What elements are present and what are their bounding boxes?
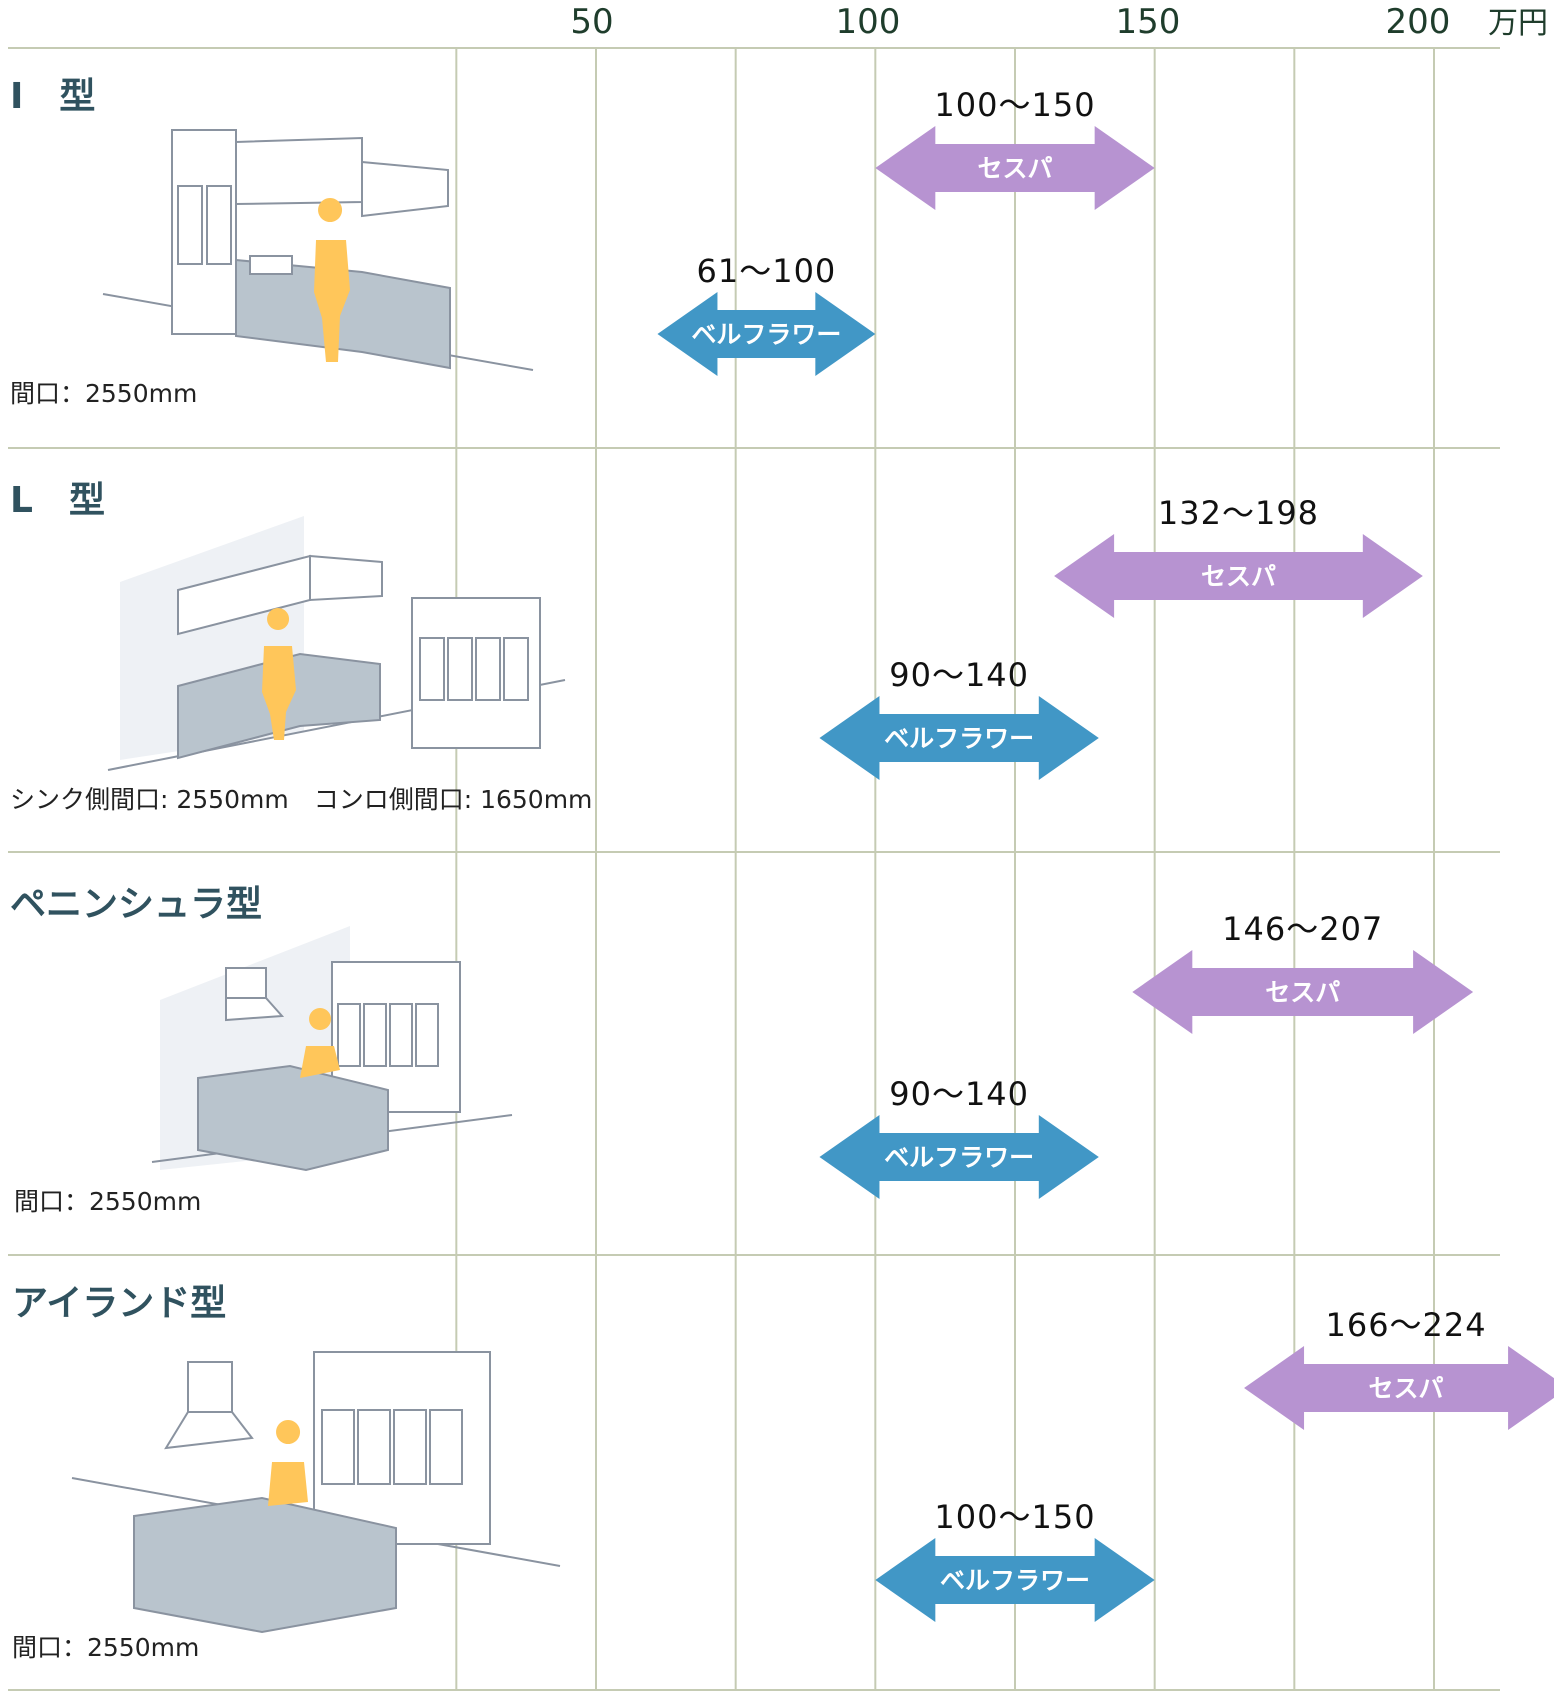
row-dimension: 間口：2550mm bbox=[14, 1187, 201, 1216]
tick-label-100: 100 bbox=[836, 2, 901, 42]
brand-label: ベルフラワー bbox=[691, 320, 841, 349]
island-kitchen-illustration bbox=[71, 1351, 561, 1634]
range-value-label: 100〜150 bbox=[934, 86, 1095, 124]
row-l-type: L 型 シンク側間口: 2550mm コンロ側間口: 1650mm bbox=[10, 480, 592, 814]
range-value-label: 90〜140 bbox=[889, 1075, 1029, 1113]
row-peninsula-type: ペニンシュラ型 間口：2550mm bbox=[10, 884, 513, 1216]
brand-label: セスパ bbox=[1265, 978, 1340, 1007]
range-arrow bbox=[1244, 1346, 1554, 1430]
brand-label: セスパ bbox=[1369, 1374, 1444, 1403]
range-bar-sespa: セスパ 100〜150 bbox=[875, 86, 1155, 210]
row-dimension: シンク側間口: 2550mm コンロ側間口: 1650mm bbox=[10, 785, 592, 814]
range-bar-bellflower: ベルフラワー 90〜140 bbox=[819, 656, 1099, 780]
range-value-label: 61〜100 bbox=[696, 252, 836, 290]
range-value-label: 132〜198 bbox=[1158, 494, 1319, 532]
range-value-label: 100〜150 bbox=[934, 1498, 1095, 1536]
row-dimension: 間口：2550mm bbox=[12, 1633, 199, 1662]
range-arrow bbox=[819, 696, 1099, 780]
range-bars: セスパ 100〜150 ベルフラワー 61〜100 セスパ 132〜198 ベルフラワー 90… bbox=[657, 86, 1554, 1622]
row-title: ペニンシュラ型 bbox=[10, 884, 262, 925]
tick-label-200: 200 bbox=[1386, 2, 1451, 42]
brand-label: ベルフラワー bbox=[884, 1143, 1034, 1172]
range-bar-bellflower: ベルフラワー 100〜150 bbox=[875, 1498, 1155, 1622]
range-bar-sespa: セスパ 166〜224 bbox=[1244, 1306, 1554, 1430]
range-arrow bbox=[819, 1115, 1099, 1199]
tick-label-50: 50 bbox=[570, 2, 613, 42]
axis-unit-label: 万円 bbox=[1488, 6, 1548, 41]
range-arrow bbox=[875, 1538, 1155, 1622]
range-value-label: 90〜140 bbox=[889, 656, 1029, 694]
l-type-kitchen-illustration bbox=[107, 516, 566, 771]
peninsula-kitchen-illustration bbox=[151, 926, 513, 1172]
row-dimension: 間口：2550mm bbox=[10, 379, 197, 408]
brand-label: セスパ bbox=[977, 154, 1052, 183]
range-arrow bbox=[1132, 950, 1474, 1034]
range-bar-bellflower: ベルフラワー 61〜100 bbox=[657, 252, 876, 376]
x-axis: 50 100 150 200 万円 bbox=[570, 2, 1548, 42]
range-bar-sespa: セスパ 132〜198 bbox=[1054, 494, 1423, 618]
tick-label-150: 150 bbox=[1116, 2, 1181, 42]
brand-label: ベルフラワー bbox=[940, 1566, 1090, 1595]
i-type-kitchen-illustration bbox=[102, 129, 534, 371]
range-value-label: 166〜224 bbox=[1325, 1306, 1486, 1344]
row-i-type: I 型 間口：2550mm bbox=[10, 76, 534, 408]
row-title: L 型 bbox=[10, 480, 105, 521]
range-value-label: 146〜207 bbox=[1222, 910, 1383, 948]
range-arrow bbox=[875, 126, 1155, 210]
brand-label: セスパ bbox=[1201, 562, 1276, 591]
row-island-type: アイランド型 間口：2550mm bbox=[12, 1283, 561, 1662]
range-arrow bbox=[1054, 534, 1423, 618]
row-title: I 型 bbox=[10, 76, 95, 117]
range-bar-sespa: セスパ 146〜207 bbox=[1132, 910, 1474, 1034]
range-arrow bbox=[657, 292, 876, 376]
range-bar-bellflower: ベルフラワー 90〜140 bbox=[819, 1075, 1099, 1199]
brand-label: ベルフラワー bbox=[884, 724, 1034, 753]
row-title: アイランド型 bbox=[12, 1283, 226, 1324]
